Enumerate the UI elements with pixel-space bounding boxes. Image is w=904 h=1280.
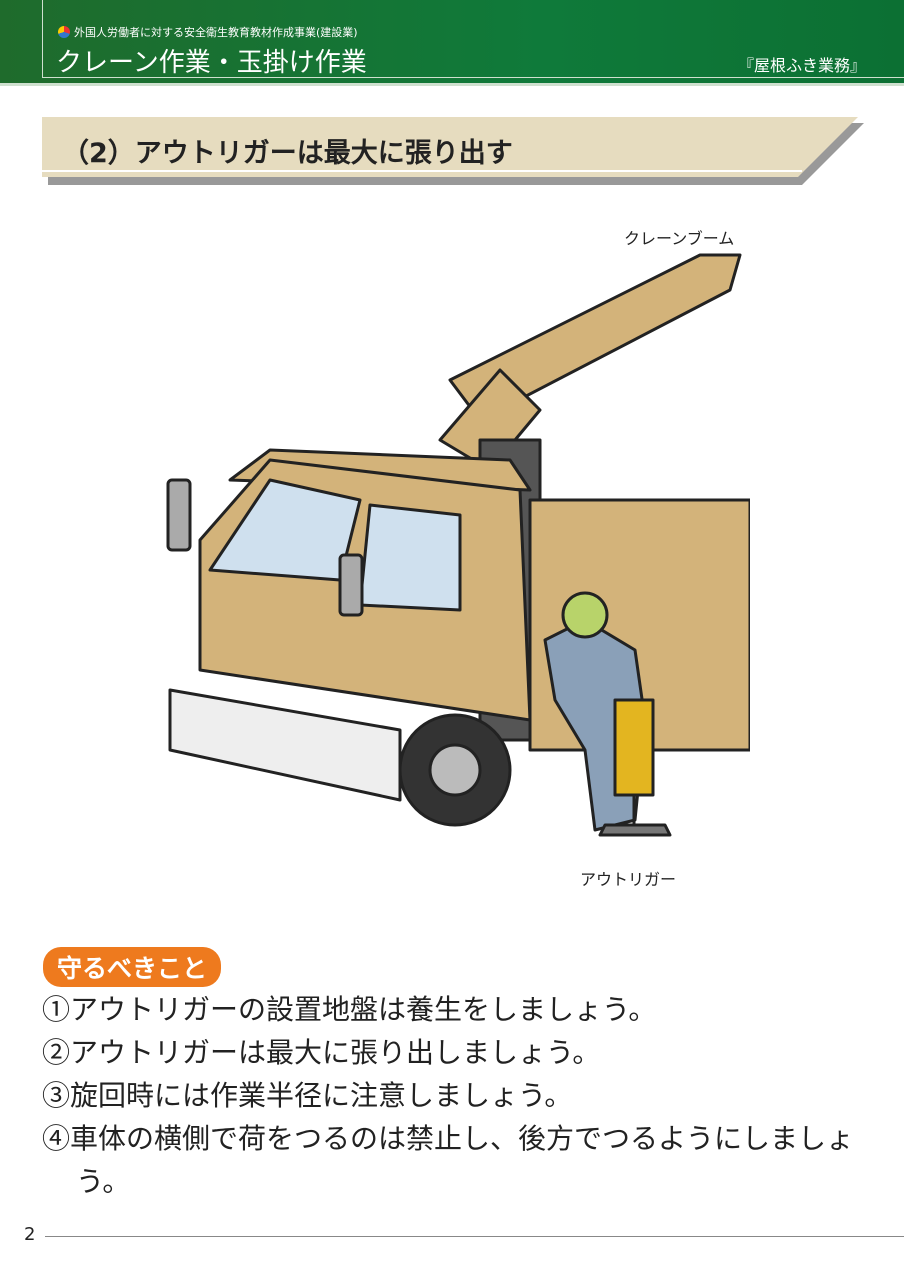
header-banner: 外国人労働者に対する安全衛生教育教材作成事業(建設業) クレーン作業・玉掛け作業… (0, 0, 904, 86)
rules-heading-badge: 守るべきこと (43, 947, 222, 987)
section-heading: （2）アウトリガーは最大に張り出す (42, 117, 864, 185)
document-title: クレーン作業・玉掛け作業 (56, 48, 367, 78)
footer-divider (45, 1236, 904, 1237)
section-title: （2）アウトリガーは最大に張り出す (62, 138, 513, 169)
label-outrigger: アウトリガー (580, 870, 677, 889)
logo-icon (58, 26, 70, 38)
truck-crane-illustration (166, 253, 750, 837)
rule-item: ④車体の横側で荷をつるのは禁止し、後方でつるようにしましょう。 (42, 1122, 855, 1198)
series-title: 外国人労働者に対する安全衛生教育教材作成事業(建設業) (74, 26, 358, 39)
rules-list: ①アウトリガーの設置地盤は養生をしましょう。 ②アウトリガーは最大に張り出しまし… (42, 988, 862, 1203)
rule-item: ①アウトリガーの設置地盤は養生をしましょう。 (42, 993, 657, 1026)
rule-item: ②アウトリガーは最大に張り出しましょう。 (42, 1036, 601, 1069)
page-number: 2 (24, 1224, 36, 1245)
rule-item: ③旋回時には作業半径に注意しましょう。 (42, 1079, 573, 1112)
label-crane-boom: クレーンブーム (624, 229, 735, 248)
category-tag: 『屋根ふき業務』 (737, 56, 866, 75)
